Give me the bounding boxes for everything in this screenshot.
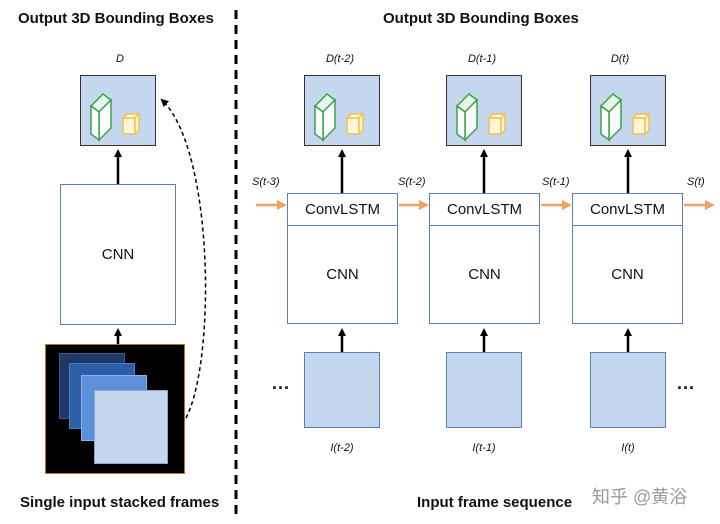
left-output-box: [80, 75, 156, 146]
output-label-t: D(t): [610, 53, 630, 65]
cnn-block-t-1: CNN: [429, 225, 540, 324]
state-label-t-2: S(t-2): [398, 176, 426, 188]
left-title: Output 3D Bounding Boxes: [18, 10, 214, 27]
input-label-t-2: I(t-2): [330, 442, 354, 454]
ellipsis-right: ...: [677, 373, 696, 393]
output-box-t-2: [304, 75, 380, 146]
arrow-left-skip-dashed: [160, 98, 207, 419]
output-box-t-1: [446, 75, 522, 146]
output-label-t-1: D(t-1): [467, 53, 497, 65]
left-cnn-block: CNN: [60, 184, 176, 325]
state-label-t: S(t): [687, 176, 705, 188]
left-caption: Single input stacked frames: [20, 494, 220, 511]
right-title: Output 3D Bounding Boxes: [383, 10, 579, 27]
cnn-block-t-2: CNN: [287, 225, 398, 324]
output-label-t-2: D(t-2): [325, 53, 355, 65]
left-output-label: D: [116, 53, 124, 65]
convlstm-block-t: ConvLSTM: [572, 193, 683, 226]
watermark: 知乎 @黄浴: [592, 487, 688, 507]
input-label-t-1: I(t-1): [472, 442, 496, 454]
bounding-boxes-icon: [313, 93, 365, 142]
stacked-frames-panel: [45, 344, 185, 474]
cnn-block-t: CNN: [572, 225, 683, 324]
convlstm-label: ConvLSTM: [446, 201, 523, 218]
input-frame-t-1: [446, 352, 522, 428]
bounding-boxes-icon: [599, 93, 651, 142]
right-caption: Input frame sequence: [417, 494, 573, 511]
cnn-label: CNN: [611, 266, 644, 283]
input-frame-t-2: [304, 352, 380, 428]
state-label-t-3: S(t-3): [252, 176, 280, 188]
bounding-boxes-icon: [455, 93, 507, 142]
convlstm-block-t-1: ConvLSTM: [429, 193, 540, 226]
ellipsis-left: ...: [272, 373, 291, 393]
cnn-label: CNN: [468, 266, 501, 283]
output-box-t: [590, 75, 666, 146]
input-frame-t: [590, 352, 666, 428]
bounding-boxes-icon: [89, 93, 141, 142]
input-label-t: I(t): [621, 442, 635, 454]
state-label-t-1: S(t-1): [542, 176, 570, 188]
left-cnn-label: CNN: [101, 246, 135, 263]
convlstm-label: ConvLSTM: [304, 201, 381, 218]
cnn-label: CNN: [326, 266, 359, 283]
convlstm-block-t-2: ConvLSTM: [287, 193, 398, 226]
convlstm-label: ConvLSTM: [589, 201, 666, 218]
stacked-frame-4: [94, 390, 168, 464]
